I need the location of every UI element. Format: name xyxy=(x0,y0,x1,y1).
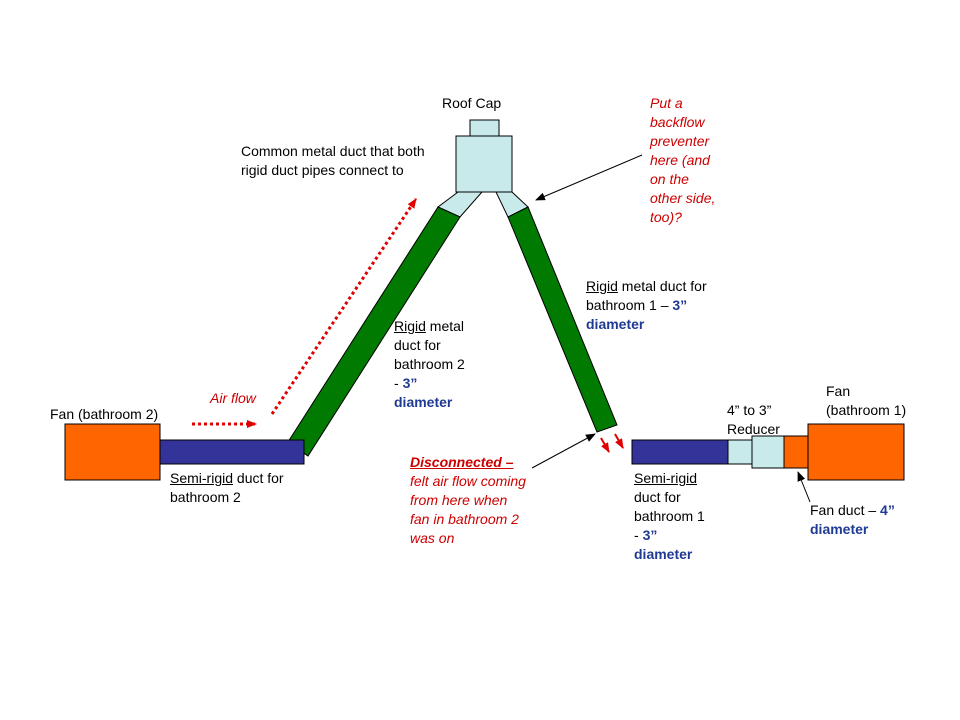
fan-duct-prefix: Fan duct – xyxy=(810,502,881,518)
roof-cap-top xyxy=(469,119,500,137)
rigid-bath1-line1-rest: metal duct for xyxy=(617,278,707,294)
semi-bath2-line2: bathroom 2 xyxy=(170,489,241,505)
disconnected-title: Disconnected – xyxy=(410,454,514,470)
backflow-line-1: Put a xyxy=(650,95,683,111)
air-flow-label: Air flow xyxy=(210,390,256,406)
disconnected-line-2: from here when xyxy=(410,492,508,508)
semi-bath1-line4-prefix: - xyxy=(634,527,643,543)
rigid-bath1-line2-prefix: bathroom 1 – xyxy=(586,297,673,313)
disconnect-air-arrow-1 xyxy=(600,437,610,453)
semi-bath1-line3: bathroom 1 xyxy=(634,508,705,524)
backflow-line-5: on the xyxy=(650,171,689,187)
common-duct-label: Common metal duct that both rigid duct p… xyxy=(241,142,425,180)
semi-rigid-bathroom-2-label: Semi-rigid duct for bathroom 2 xyxy=(170,469,284,507)
backflow-line-2: backflow xyxy=(650,114,705,130)
semi-bath1-size: 3” xyxy=(642,527,658,543)
rigid-duct-bathroom-2 xyxy=(287,206,461,457)
backflow-question: Put a backflow preventer here (and on th… xyxy=(650,94,715,227)
disconnect-air-arrow-2 xyxy=(614,433,624,449)
rigid-bath2-line2: duct for xyxy=(394,337,441,353)
fan-duct-diameter: diameter xyxy=(810,521,869,537)
disconnected-pointer-arrow xyxy=(531,433,596,469)
roof-cap-label: Roof Cap xyxy=(442,95,502,111)
backflow-pointer-arrow xyxy=(535,154,643,201)
fan-duct-size: 4” xyxy=(880,502,895,518)
fan-duct-pointer-arrow xyxy=(797,471,811,503)
semi-rigid-bathroom-1-label: Semi-rigid duct for bathroom 1 - 3” diam… xyxy=(634,469,705,564)
common-duct-label-line-1: Common metal duct that both xyxy=(241,143,425,159)
semi-rigid-word: Semi-rigid xyxy=(634,470,698,486)
reducer-line-1: 4” to 3” xyxy=(727,402,772,418)
common-duct-label-line-2: rigid duct pipes connect to xyxy=(241,162,404,178)
semi-bath2-line1-rest: duct for xyxy=(233,470,284,486)
disconnected-line-1: felt air flow coming xyxy=(410,473,526,489)
backflow-line-7: too)? xyxy=(650,209,682,225)
rigid-bath1-size: 3” xyxy=(672,297,688,313)
fan-bath1-line-2: (bathroom 1) xyxy=(826,402,907,418)
rigid-duct-bathroom-1-label: Rigid metal duct for bathroom 1 – 3” dia… xyxy=(586,277,707,334)
reducer-label: 4” to 3” Reducer xyxy=(727,401,780,439)
rigid-bath2-diameter: diameter xyxy=(394,394,453,410)
reducer-large-end xyxy=(751,435,785,469)
reducer-line-2: Reducer xyxy=(727,421,780,437)
semi-rigid-duct-bathroom-2 xyxy=(159,439,305,465)
rigid-bath2-line1-rest: metal xyxy=(425,318,465,334)
disconnected-line-3: fan in bathroom 2 xyxy=(410,511,519,527)
fan-duct-label: Fan duct – 4” diameter xyxy=(810,501,895,539)
rigid-duct-bathroom-1 xyxy=(507,206,618,433)
semi-bath1-diameter: diameter xyxy=(634,546,693,562)
reducer-small-end xyxy=(727,439,753,465)
rigid-word: Rigid xyxy=(586,278,618,294)
fan-bathroom-2 xyxy=(64,423,161,481)
fan-bathroom-1-label: Fan (bathroom 1) xyxy=(826,382,906,420)
semi-rigid-duct-bathroom-1 xyxy=(631,439,729,465)
rigid-bath2-size: 3” xyxy=(402,375,418,391)
rigid-bath2-line3: bathroom 2 xyxy=(394,356,465,372)
rigid-word: Rigid xyxy=(394,318,426,334)
backflow-line-4: here (and xyxy=(650,152,710,168)
semi-rigid-word: Semi-rigid xyxy=(170,470,234,486)
air-flow-arrow-diagonal xyxy=(270,198,418,415)
backflow-line-6: other side, xyxy=(650,190,716,206)
rigid-duct-bathroom-2-label: Rigid metal duct for bathroom 2 - 3” dia… xyxy=(394,317,465,412)
rigid-bath1-diameter: diameter xyxy=(586,316,645,332)
fan-bathroom-1 xyxy=(807,423,905,481)
fan-duct-bathroom-1 xyxy=(783,435,809,469)
disconnected-line-4: was on xyxy=(410,530,455,546)
backflow-line-3: preventer xyxy=(650,133,710,149)
disconnected-note: Disconnected – felt air flow coming from… xyxy=(410,453,526,548)
fan-bath1-line-1: Fan xyxy=(826,383,851,399)
rigid-bath2-line4-prefix: - xyxy=(394,375,403,391)
semi-bath1-line2: duct for xyxy=(634,489,681,505)
fan-bathroom-2-label: Fan (bathroom 2) xyxy=(50,406,159,422)
common-metal-duct xyxy=(455,135,513,193)
